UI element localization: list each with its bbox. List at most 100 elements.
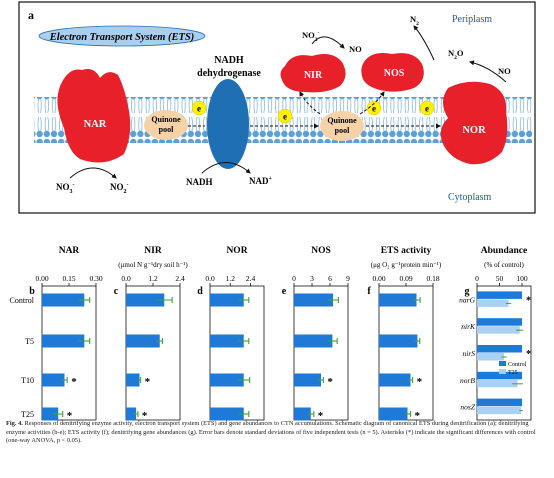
- panel-f-tick-label: 0.00: [372, 274, 385, 283]
- nitrate-label: NO3-: [56, 182, 75, 195]
- bar-g-nirS-control: [477, 345, 522, 353]
- row-label-t5: T5: [25, 337, 34, 346]
- significance-asterisk: *: [526, 295, 531, 306]
- panel-e-frame: [293, 285, 349, 421]
- no-label-a: NO: [349, 44, 362, 54]
- bar-b-t10: [42, 373, 65, 387]
- bar-f-t10: [379, 373, 411, 387]
- panel-f-tick-label: 0.18: [426, 274, 439, 283]
- bar-b-t25: [42, 407, 59, 421]
- panel-g-title: Abundance: [481, 246, 527, 256]
- svg-text:pool: pool: [159, 125, 174, 134]
- panel-c-unit: (μmol N g⁻¹dry soil h⁻¹): [118, 261, 188, 269]
- svg-text:pool: pool: [335, 126, 350, 135]
- title-ellipse: [38, 25, 206, 47]
- significance-asterisk: *: [417, 376, 423, 388]
- bar-c-t25: [126, 407, 137, 421]
- nadh-dehydrogenase: [207, 79, 249, 169]
- significance-asterisk: *: [327, 376, 333, 388]
- nadh-label: NADH: [186, 177, 213, 187]
- nor-label: NOR: [462, 125, 486, 136]
- panel-d-tick-label: 1.2: [226, 274, 236, 283]
- bar-d-control: [210, 293, 244, 307]
- gene-label-nirS: nirS: [462, 349, 475, 358]
- significance-asterisk: *: [415, 410, 421, 422]
- bar-e-t25: [294, 407, 311, 421]
- legend-swatch-control: [499, 361, 506, 366]
- electron-left: [191, 100, 207, 116]
- panel-f-unit: (μg O₂ g⁻¹protein min⁻¹): [371, 261, 442, 269]
- svg-text:Quinone: Quinone: [327, 116, 357, 125]
- bar-b-t5: [42, 334, 85, 348]
- nad-label: NAD+: [249, 176, 273, 186]
- panel-g-tick-label: 50: [496, 274, 504, 283]
- ets-title: Electron Transport System (ETS): [49, 32, 195, 43]
- svg-text:e: e: [283, 112, 287, 122]
- row-label-t10: T10: [21, 376, 34, 385]
- nir-enzyme: [280, 54, 346, 93]
- gene-label-nosZ: nosZ: [460, 403, 475, 412]
- panel-f-title: ETS activity: [381, 246, 432, 256]
- panel-b-title: NAR: [59, 246, 80, 256]
- electron-right-3: [419, 100, 435, 116]
- nar-label: NAR: [84, 119, 107, 130]
- n2o-arrow: [413, 25, 435, 61]
- significance-asterisk: *: [142, 410, 148, 422]
- no-to-n2o-arrow: [469, 60, 507, 83]
- panel-e-tick-label: 6: [328, 274, 332, 283]
- nos-enzyme: [361, 53, 424, 92]
- nos-label: NOS: [384, 68, 405, 79]
- panel-f-tick-label: 0.09: [399, 274, 412, 283]
- panel-b-tick-label: 0.15: [62, 274, 75, 283]
- panel-c-tick-label: 2.4: [175, 274, 185, 283]
- panel-b-tick-label: 0.30: [89, 274, 102, 283]
- bar-f-t5: [379, 334, 418, 348]
- panel-letter-d: d: [197, 286, 203, 297]
- svg-text:e: e: [197, 104, 201, 114]
- panel-e-tick-label: 0: [292, 274, 296, 283]
- svg-text:e: e: [372, 104, 376, 114]
- gene-label-narG: narG: [459, 295, 475, 304]
- bar-g-narG-t25: [477, 299, 509, 307]
- caption-fig-number: Fig. 4.: [6, 420, 23, 427]
- panel-c-tick-label: 0.0: [121, 274, 131, 283]
- bar-b-control: [42, 293, 85, 307]
- panel-c-tick-label: 1.2: [148, 274, 158, 283]
- quinone-pool-right: [320, 111, 364, 141]
- bar-g-nirK-t25: [477, 326, 520, 334]
- bar-g-norB-t25: [477, 379, 518, 388]
- nitrite-arrow: [311, 36, 345, 49]
- nar-enzyme: [57, 69, 131, 163]
- schematic-panel-a: a Electron Transport System (ETS) Peripl…: [18, 1, 536, 214]
- svg-text:e: e: [425, 104, 429, 114]
- legend-label-t25: T25: [508, 370, 518, 376]
- bar-g-narG-control: [477, 291, 522, 299]
- significance-asterisk: *: [526, 349, 531, 360]
- bar-c-t5: [126, 334, 160, 348]
- bar-e-t5: [294, 334, 333, 348]
- svg-text:Quinone: Quinone: [151, 115, 181, 124]
- electron-right-2: [366, 100, 382, 116]
- panel-d-tick-label: 0.0: [205, 274, 215, 283]
- caption-text: Responses of denitrifying enzyme activit…: [6, 420, 536, 445]
- electron-flow-4: [359, 91, 385, 115]
- bar-c-control: [126, 293, 165, 307]
- panel-g-tick-label: 100: [516, 274, 528, 283]
- periplasm-label: Periplasm: [452, 14, 492, 25]
- panel-g-unit: (% of control): [484, 261, 524, 269]
- panel-d-tick-label: 2.4: [246, 274, 256, 283]
- bar-e-control: [294, 293, 333, 307]
- gene-label-norB: norB: [460, 376, 475, 385]
- electron-flow-3: [299, 91, 321, 115]
- nir-label: NIR: [304, 70, 323, 81]
- nitrite-in-label: NO2-: [110, 182, 129, 195]
- figure-caption: Fig. 4. Responses of denitrifying enzyme…: [6, 420, 548, 446]
- panel-letter-g: g: [465, 286, 470, 297]
- bar-g-nirS-t25: [477, 353, 504, 361]
- panel-letter-c: c: [114, 286, 119, 297]
- panel-e-tick-label: 9: [346, 274, 350, 283]
- significance-asterisk: *: [145, 376, 151, 388]
- panel-c-title: NIR: [144, 246, 162, 256]
